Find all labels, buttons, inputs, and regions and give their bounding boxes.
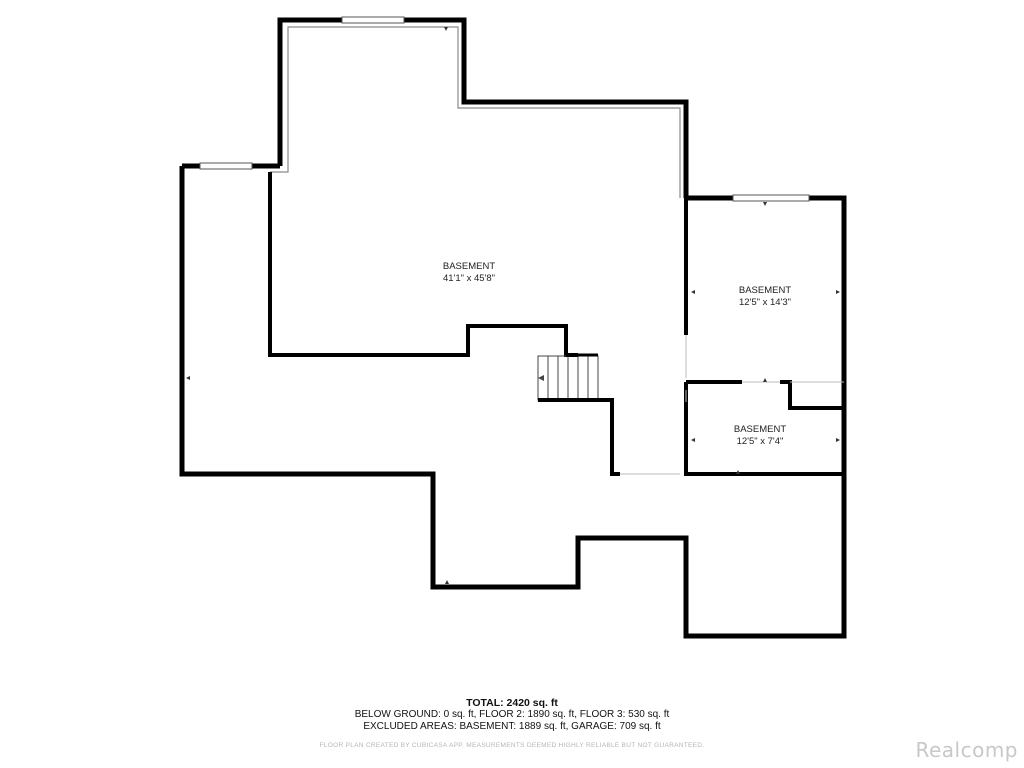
room-size: 41'1" x 45'8": [443, 273, 495, 284]
total-area: TOTAL: 2420 sq. ft: [466, 697, 558, 709]
disclaimer: FLOOR PLAN CREATED BY CUBICASA APP. MEAS…: [319, 742, 705, 749]
room-name: BASEMENT: [734, 424, 786, 435]
window: [732, 194, 810, 202]
window: [199, 162, 253, 170]
floor-plan: BASEMENT 41'1" x 45'8" BASEMENT 12'5" x …: [179, 16, 847, 639]
floor-breakdown: BELOW GROUND: 0 sq. ft, FLOOR 2: 1890 sq…: [354, 709, 670, 720]
outer-wall: [179, 166, 847, 639]
stair-wall: [538, 398, 620, 476]
excluded-areas: EXCLUDED AREAS: BASEMENT: 1889 sq. ft, G…: [363, 721, 661, 732]
room-name: BASEMENT: [739, 285, 791, 296]
top-wall: [277, 17, 689, 198]
small-room-wall: [684, 382, 844, 476]
room-name: BASEMENT: [443, 261, 495, 272]
room-size: 12'5" x 14'3": [739, 297, 791, 308]
realcomp-watermark: Realcomp: [915, 738, 1018, 762]
room-size: 12'5" x 7'4": [737, 436, 784, 447]
interior-wall: [268, 172, 578, 357]
staircase: [537, 355, 599, 401]
measurement-ticks: [186, 27, 840, 584]
inner-lining: [270, 26, 681, 198]
closet-wall: [780, 380, 844, 410]
window: [341, 16, 405, 24]
